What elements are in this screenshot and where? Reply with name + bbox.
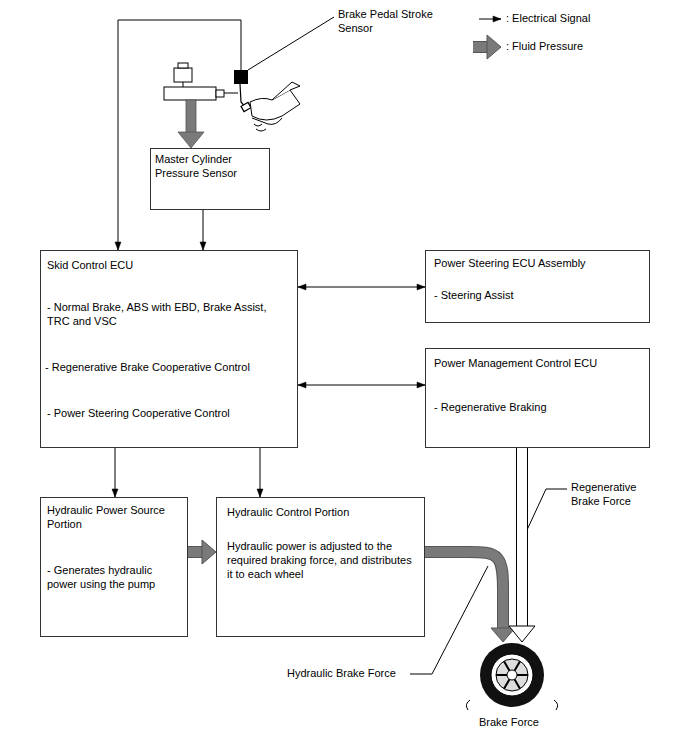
arrowhead — [200, 242, 206, 250]
arrowhead — [491, 628, 515, 642]
arrowhead — [298, 382, 306, 388]
legend-sample — [473, 35, 501, 59]
signal-connector — [200, 210, 206, 250]
node-title: Hydraulic Power Source Portion — [47, 504, 167, 532]
arrowhead — [115, 242, 121, 250]
node-title: Brake Pedal Stroke Sensor — [338, 8, 450, 36]
node-body: - Steering Assist — [434, 289, 639, 303]
fluid-line-edge — [473, 41, 487, 53]
fluid-line — [473, 42, 487, 52]
leader-line — [527, 489, 567, 530]
wheel: Brake Force — [477, 640, 547, 710]
force-line — [517, 448, 527, 626]
force-connector — [509, 448, 535, 642]
arrowhead — [112, 489, 118, 497]
signal-connector — [298, 382, 425, 388]
fluid-line — [188, 547, 202, 557]
force-connector — [188, 540, 216, 564]
brake-pedal — [240, 84, 251, 112]
arrowhead — [298, 284, 306, 290]
node-title: Master Cylinder Pressure Sensor — [155, 153, 265, 181]
node-title: Power Steering ECU Assembly — [434, 257, 639, 271]
leader-line — [248, 17, 334, 70]
node-body: - Normal Brake, ABS with EBD, Brake Assi… — [47, 301, 287, 329]
arrowhead — [493, 16, 501, 22]
driver-foot — [250, 82, 300, 124]
signal-connector — [298, 284, 425, 290]
force-line-edge — [516, 448, 528, 626]
signal-connector — [257, 448, 263, 497]
node-body: Hydraulic power is adjusted to the requi… — [227, 540, 417, 581]
node-body: - Regenerative Brake Cooperative Control — [45, 361, 293, 375]
callout-label: Hydraulic Brake Force — [286, 667, 410, 681]
fluid-pressure-arrow — [178, 100, 204, 148]
signal-line — [298, 287, 425, 288]
arrowhead — [417, 284, 425, 290]
signal-line — [298, 385, 425, 386]
callout-label: Regenerative Brake Force — [570, 481, 652, 509]
arrowhead — [257, 489, 263, 497]
hydraulic-box: Hydraulic Power Source Portion - Generate… — [40, 497, 188, 637]
ecu-box: Power Management Control ECU - Regenerati… — [425, 348, 650, 448]
force-connector — [425, 552, 515, 642]
sensor-box: Master Cylinder Pressure Sensor — [150, 148, 270, 210]
fluid-line-edge — [188, 546, 202, 558]
legend-sample — [479, 16, 501, 22]
ecu-box: Power Steering ECU Assembly - Steering As… — [425, 250, 650, 323]
fluid-line-edge — [425, 552, 503, 628]
legend-text: : Electrical Signal — [505, 12, 591, 26]
wheel-outline — [477, 640, 547, 710]
node-title: Hydraulic Control Portion — [227, 506, 417, 520]
sensor-square: Brake Pedal Stroke Sensor — [234, 70, 248, 84]
fluid-line — [425, 552, 503, 628]
arrowhead — [509, 626, 535, 642]
node-body: - Regenerative Braking — [434, 401, 639, 415]
signal-connector — [115, 20, 241, 250]
hydraulic-box: Hydraulic Control PortionHydraulic power… — [216, 497, 425, 637]
node-body: - Generates hydraulic power using the pu… — [47, 564, 179, 592]
signal-connector — [112, 448, 118, 497]
master-cylinder — [164, 63, 238, 100]
node-title: Brake Force — [479, 716, 559, 730]
signal-line — [118, 20, 241, 250]
node-title: Skid Control ECU — [47, 259, 287, 273]
arrowhead — [487, 35, 501, 59]
arrowhead — [417, 382, 425, 388]
vibration-marks — [254, 124, 266, 131]
node-body: - Power Steering Cooperative Control — [47, 407, 287, 421]
node-title: Power Management Control ECU — [434, 357, 639, 371]
legend-text: : Fluid Pressure — [505, 40, 584, 54]
arrowhead — [202, 540, 216, 564]
ecu-box: Skid Control ECU - Normal Brake, ABS with… — [40, 250, 298, 448]
